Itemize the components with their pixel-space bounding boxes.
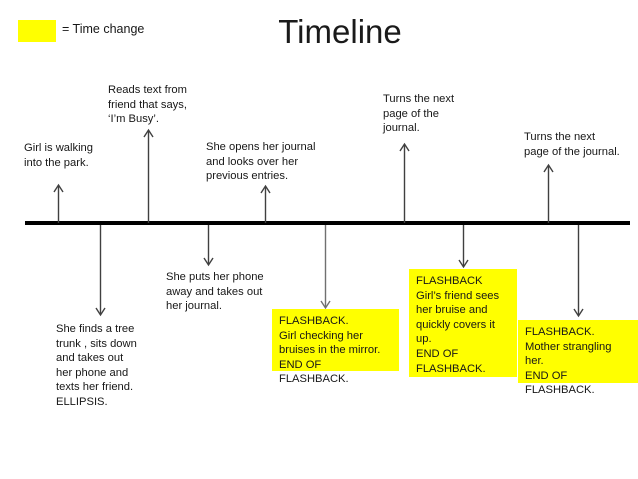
arrow-up-1 bbox=[52, 183, 65, 223]
event-label-above-3: She opens her journal and looks over her… bbox=[206, 141, 316, 183]
event-label-below-2: She puts her phone away and takes out he… bbox=[166, 271, 264, 313]
arrow-down-1 bbox=[94, 225, 107, 317]
event-label-above-2: Reads text from friend that says, ‘I’m B… bbox=[108, 84, 187, 126]
event-label-below-1: She finds a tree trunk , sits down and t… bbox=[56, 323, 137, 408]
arrow-up-2 bbox=[142, 128, 155, 223]
arrow-up-4 bbox=[398, 142, 411, 223]
flashback-box-1: FLASHBACK. Girl checking her bruises in … bbox=[272, 309, 399, 385]
legend-label: = Time change bbox=[62, 22, 145, 36]
arrow-down-3 bbox=[319, 225, 332, 310]
legend-color-swatch bbox=[18, 20, 56, 42]
arrow-down-4 bbox=[457, 225, 470, 269]
arrow-up-5 bbox=[542, 163, 555, 223]
arrow-up-3 bbox=[259, 184, 272, 223]
event-label-above-5: Turns the next page of the journal. bbox=[524, 131, 620, 158]
flashback-box-3: FLASHBACK. Mother strangling her. END OF… bbox=[518, 320, 638, 396]
flashback-box-2: FLASHBACK Girl’s friend sees her bruise … bbox=[409, 269, 517, 377]
arrow-down-2 bbox=[202, 225, 215, 267]
page-title: Timeline bbox=[278, 13, 402, 50]
event-label-above-4: Turns the next page of the journal. bbox=[383, 93, 455, 135]
event-label-above-1: Girl is walking into the park. bbox=[24, 142, 94, 169]
timeline-axis bbox=[25, 221, 630, 225]
arrow-down-5 bbox=[572, 225, 585, 318]
